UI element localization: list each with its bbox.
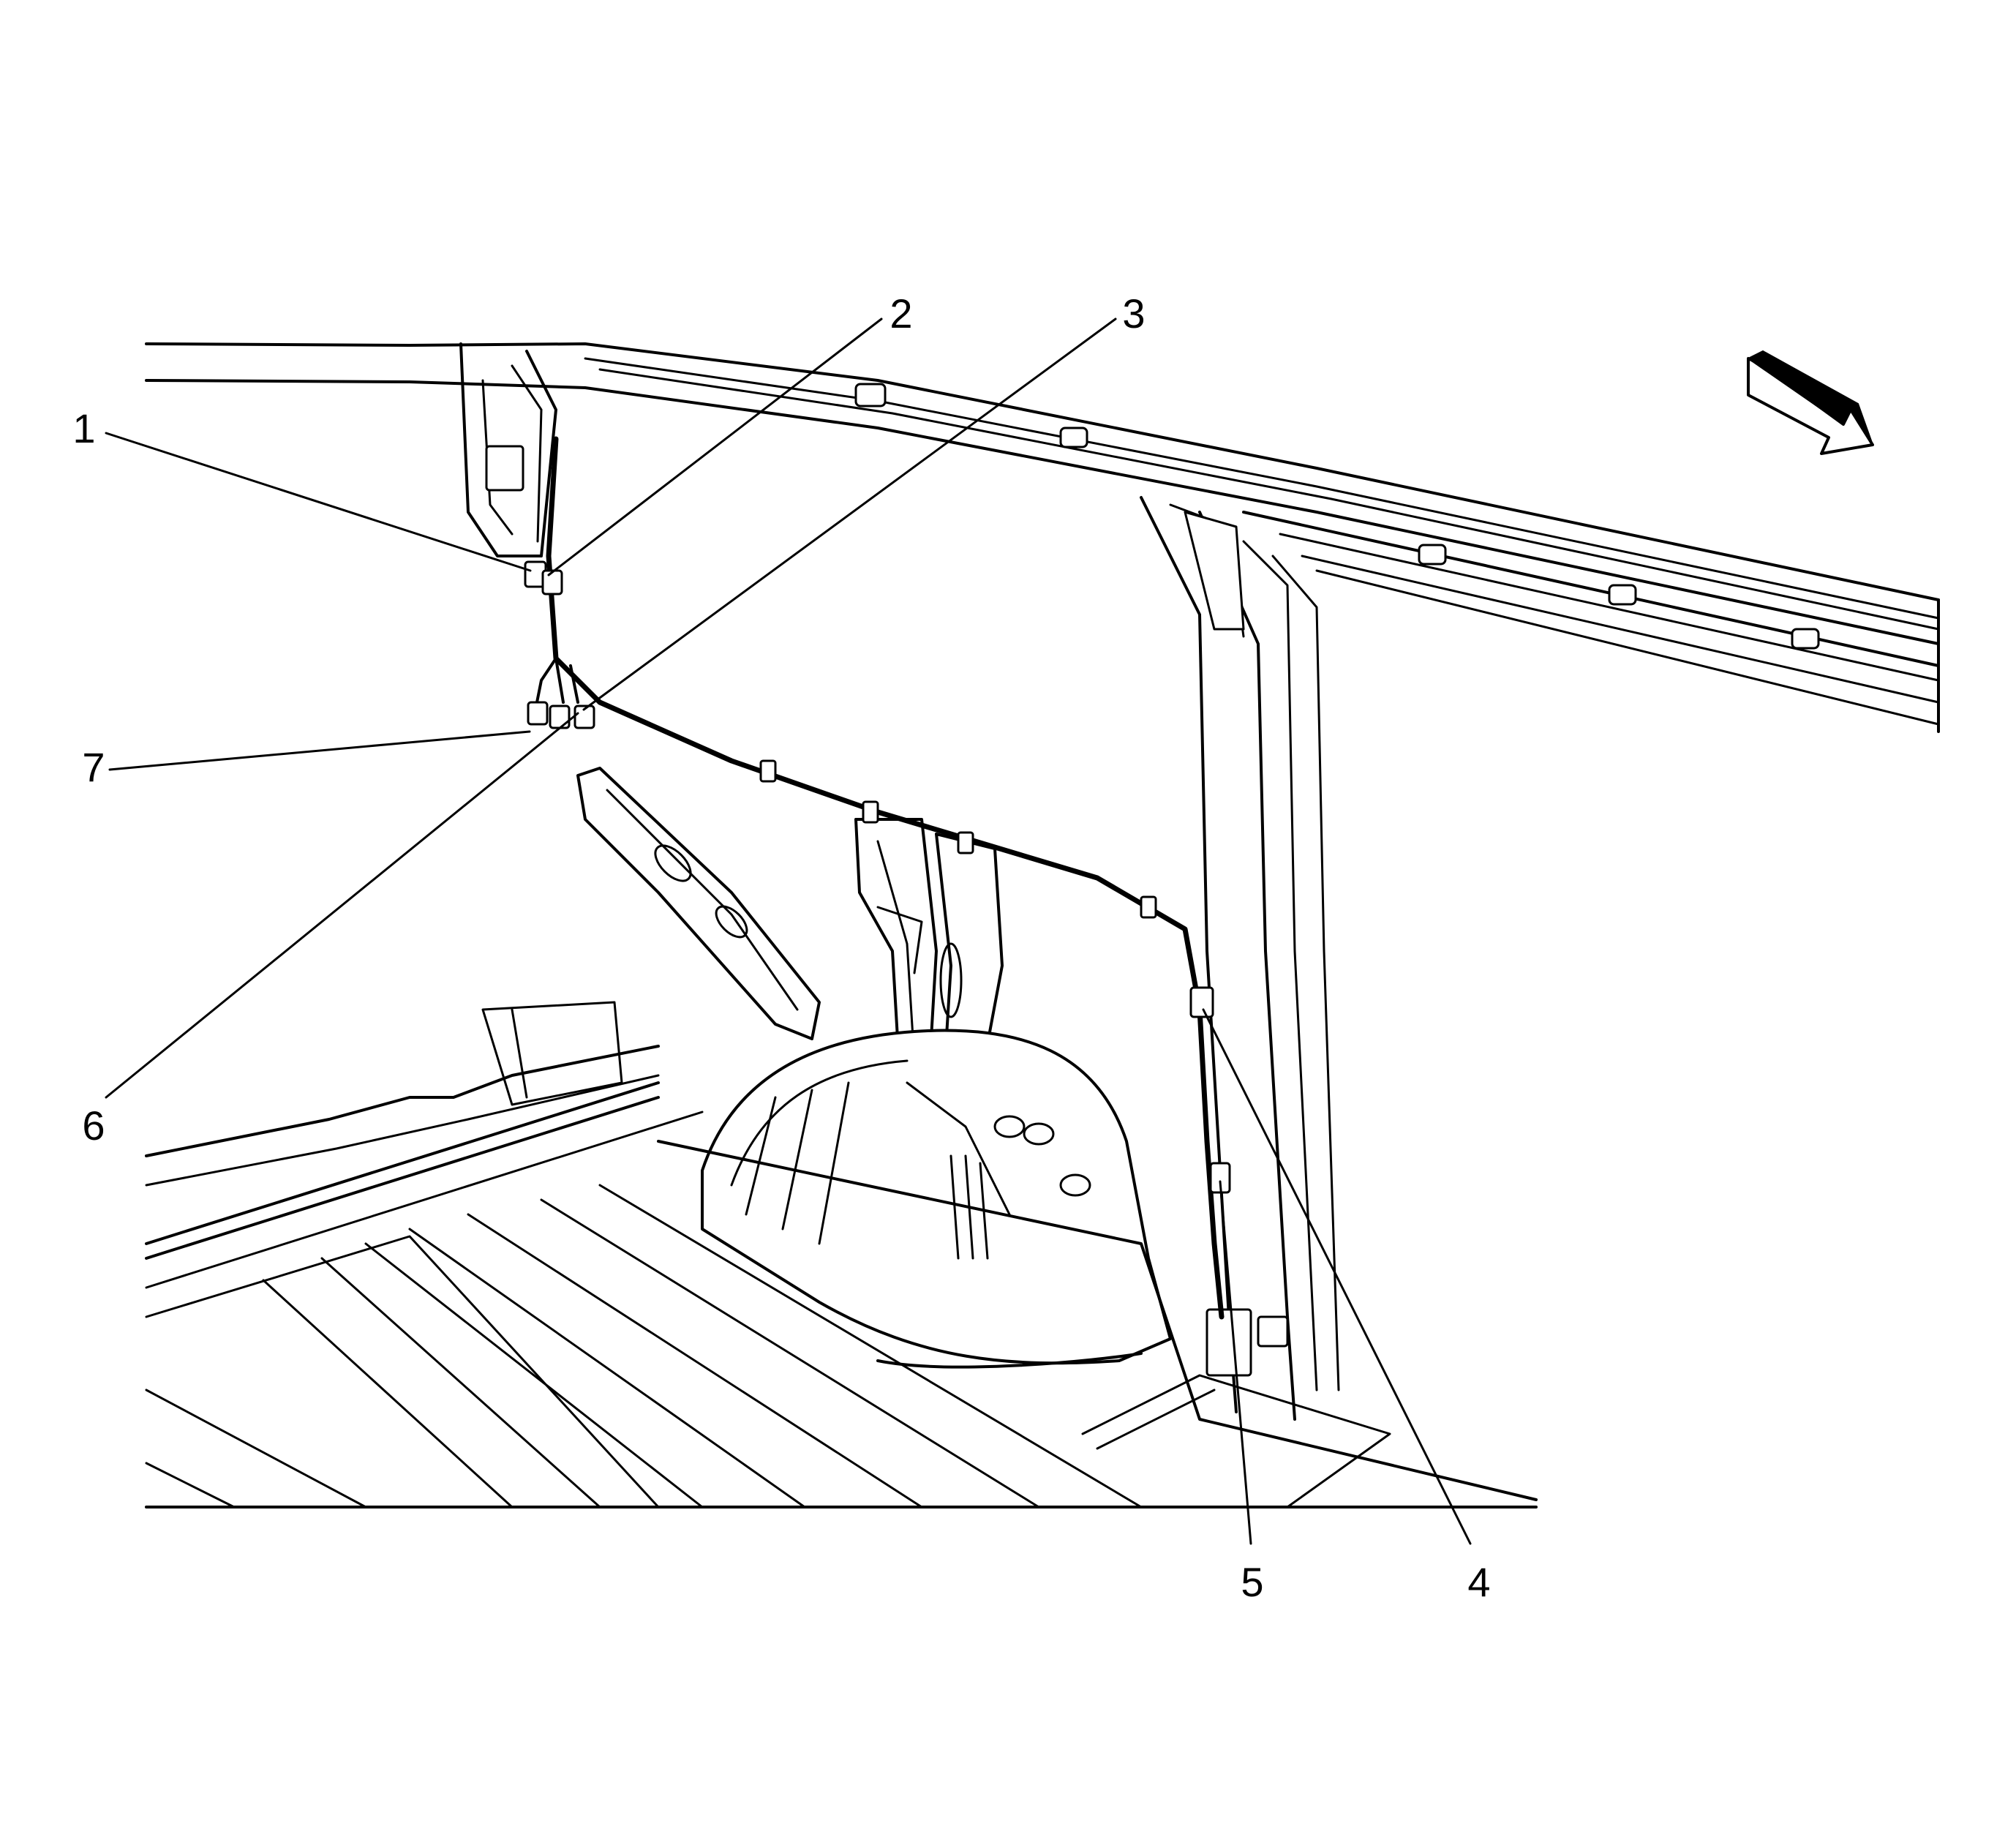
- connector-4: [1189, 986, 1214, 1018]
- leader-line-2: [547, 318, 883, 576]
- leader-line-4: [1202, 1008, 1472, 1545]
- harness-clip: [1140, 895, 1157, 919]
- bed-floor: [145, 1096, 1538, 1508]
- leader-line-5: [1219, 1180, 1252, 1545]
- callout-5: 5: [1241, 1559, 1263, 1605]
- vehicle-body-illustration: [145, 342, 1940, 1508]
- callout-4: 4: [1467, 1559, 1490, 1605]
- callout-2: 2: [889, 290, 912, 337]
- callout-1: 1: [72, 405, 95, 451]
- callout-labels: 1 2 3 4 5 6 7: [72, 290, 1490, 1605]
- harness-clip: [759, 759, 777, 783]
- callout-7: 7: [82, 744, 105, 790]
- leader-line-3: [582, 318, 1117, 711]
- harness-clip: [862, 800, 879, 824]
- connector-7a: [527, 701, 549, 726]
- leader-line-1: [105, 432, 532, 572]
- rear-pillar: [1140, 496, 1340, 1421]
- connector-2: [541, 569, 563, 595]
- callout-6: 6: [82, 1102, 105, 1149]
- bedside-left: [145, 1001, 660, 1245]
- quarter-panel-line: [657, 1140, 1538, 1501]
- direction-arrow-icon: [1747, 350, 1874, 455]
- wheelhouse: [701, 1029, 1172, 1365]
- callout-3: 3: [1122, 290, 1145, 337]
- connector-7b: [549, 705, 571, 729]
- leader-line-6: [105, 712, 579, 1099]
- leader-line-7: [108, 730, 531, 771]
- left-brace: [576, 767, 821, 1040]
- callout-leaders: [105, 318, 1472, 1545]
- front-pillar-left: [459, 342, 557, 557]
- roof-rail: [145, 342, 1940, 733]
- harness-clip: [957, 831, 974, 854]
